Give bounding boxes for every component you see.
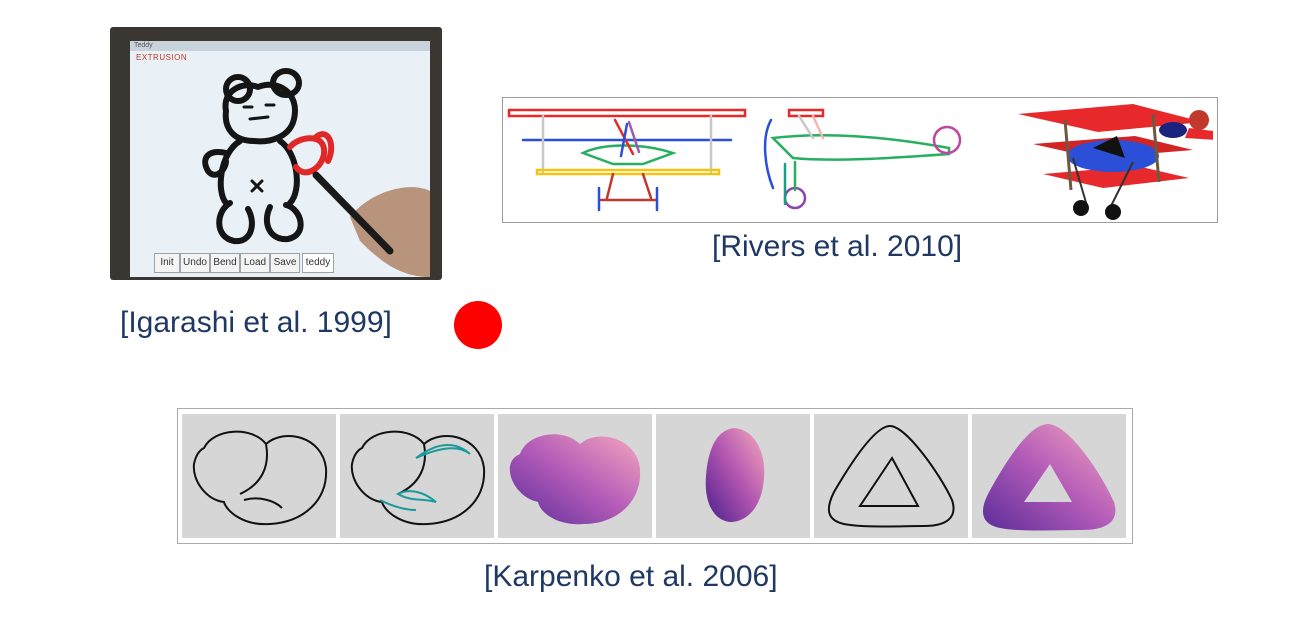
sketch-outline-ring [827, 424, 955, 528]
load-button[interactable]: Load [240, 253, 270, 273]
karpenko-panel-5 [814, 414, 968, 538]
airplane-3d-model [1018, 104, 1213, 220]
save-button[interactable]: Save [270, 253, 300, 273]
red-marker-dot [454, 301, 502, 349]
filename-field[interactable]: teddy [302, 253, 334, 273]
airplane-2d-views [507, 108, 962, 212]
undo-button[interactable]: Undo [180, 253, 210, 273]
teddy-mode-label: EXTRUSION [136, 53, 188, 62]
karpenko-caption: [Karpenko et al. 2006] [484, 560, 778, 593]
karpenko-panel-4 [656, 414, 810, 538]
karpenko-figure-strip [177, 408, 1133, 544]
rivers-caption: [Rivers et al. 2010] [712, 230, 963, 263]
sketch-outline-blob [192, 430, 328, 526]
teddy-window-title: Teddy [130, 41, 430, 51]
init-button[interactable]: Init [154, 253, 180, 273]
igarashi-caption: [Igarashi et al. 1999] [120, 306, 392, 339]
airplane-sketch-panel [502, 97, 1218, 223]
karpenko-panel-2 [340, 414, 494, 538]
teddy-bear-sketch [202, 68, 430, 277]
shaded-blob-model [509, 434, 641, 525]
shaded-blob-side-view [705, 428, 765, 522]
teddy-tablet-photo: Teddy EXTRUSION Init [110, 27, 442, 280]
bend-button[interactable]: Bend [210, 253, 240, 273]
sketch-with-cusps [350, 430, 486, 526]
teddy-app-screen: Teddy EXTRUSION Init [130, 41, 430, 277]
karpenko-panel-6 [972, 414, 1126, 538]
karpenko-panel-1 [182, 414, 336, 538]
shaded-ring-model [983, 424, 1116, 531]
karpenko-panel-3 [498, 414, 652, 538]
